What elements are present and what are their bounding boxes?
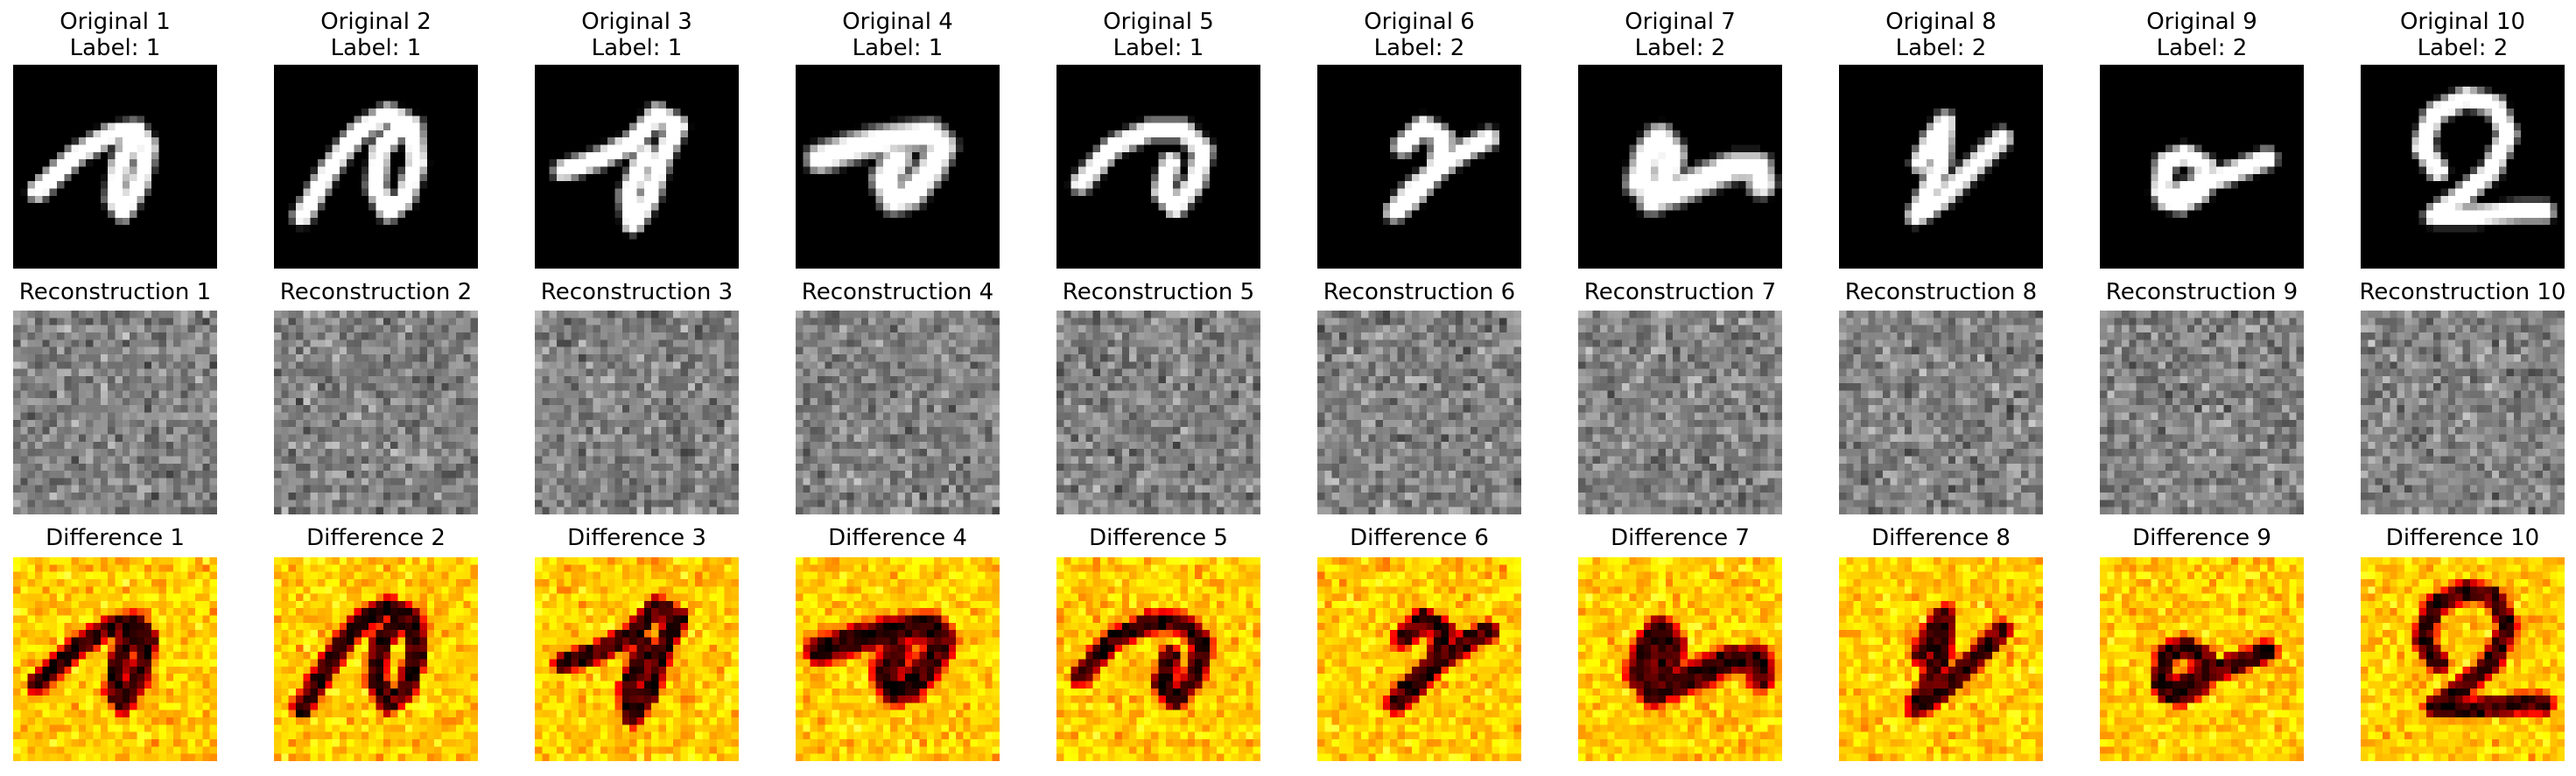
reconstruction-title-5: Reconstruction 5 xyxy=(1062,279,1255,305)
original-image-10 xyxy=(2361,65,2565,269)
original-title-9-line-2: Label: 2 xyxy=(2156,35,2248,61)
reconstruction-image-7 xyxy=(1578,311,1782,514)
reconstruction-title-4: Reconstruction 4 xyxy=(801,279,994,305)
reconstruction-image-5 xyxy=(1056,311,1260,514)
difference-image-4 xyxy=(796,557,1000,761)
reconstruction-image-3 xyxy=(535,311,739,514)
original-title-6-line-2: Label: 2 xyxy=(1373,35,1465,61)
original-title-7-line-2: Label: 2 xyxy=(1634,35,1726,61)
difference-image-1 xyxy=(13,557,217,761)
reconstruction-title-7: Reconstruction 7 xyxy=(1583,279,1777,305)
original-title-8: Original 8 xyxy=(1885,9,1997,35)
reconstruction-title-3: Reconstruction 3 xyxy=(540,279,733,305)
original-title-5-line-2: Label: 1 xyxy=(1113,35,1204,61)
original-image-1 xyxy=(13,65,217,269)
original-title-10-line-2: Label: 2 xyxy=(2417,35,2509,61)
original-image-8 xyxy=(1839,65,2043,269)
difference-title-8: Difference 8 xyxy=(1871,525,2011,551)
reconstruction-image-10 xyxy=(2361,311,2565,514)
reconstruction-title-1: Reconstruction 1 xyxy=(18,279,212,305)
difference-title-2: Difference 2 xyxy=(306,525,446,551)
original-title-4-line-2: Label: 1 xyxy=(852,35,944,61)
difference-title-6: Difference 6 xyxy=(1350,525,1489,551)
difference-title-1: Difference 1 xyxy=(46,525,185,551)
original-title-7: Original 7 xyxy=(1625,9,1736,35)
difference-image-3 xyxy=(535,557,739,761)
original-title-2-line-2: Label: 1 xyxy=(330,35,422,61)
reconstruction-image-9 xyxy=(2100,311,2304,514)
original-title-5: Original 5 xyxy=(1103,9,1214,35)
reconstruction-image-2 xyxy=(274,311,478,514)
reconstruction-title-10: Reconstruction 10 xyxy=(2359,279,2566,305)
reconstruction-image-1 xyxy=(13,311,217,514)
reconstruction-title-9: Reconstruction 9 xyxy=(2105,279,2299,305)
reconstruction-image-8 xyxy=(1839,311,2043,514)
original-image-4 xyxy=(796,65,1000,269)
original-image-3 xyxy=(535,65,739,269)
original-title-9: Original 9 xyxy=(2146,9,2257,35)
original-image-7 xyxy=(1578,65,1782,269)
difference-image-7 xyxy=(1578,557,1782,761)
difference-image-5 xyxy=(1056,557,1260,761)
original-title-1: Original 1 xyxy=(60,9,171,35)
reconstruction-image-4 xyxy=(796,311,1000,514)
difference-image-6 xyxy=(1317,557,1521,761)
original-title-2: Original 2 xyxy=(320,9,432,35)
original-image-2 xyxy=(274,65,478,269)
difference-image-2 xyxy=(274,557,478,761)
reconstruction-title-6: Reconstruction 6 xyxy=(1323,279,1516,305)
original-title-1-line-2: Label: 1 xyxy=(69,35,161,61)
original-title-4: Original 4 xyxy=(842,9,953,35)
difference-image-9 xyxy=(2100,557,2304,761)
original-title-3: Original 3 xyxy=(581,9,692,35)
difference-title-4: Difference 4 xyxy=(828,525,967,551)
original-title-8-line-2: Label: 2 xyxy=(1895,35,1987,61)
difference-title-5: Difference 5 xyxy=(1089,525,1228,551)
reconstruction-image-6 xyxy=(1317,311,1521,514)
original-title-6: Original 6 xyxy=(1364,9,1475,35)
difference-title-7: Difference 7 xyxy=(1611,525,1750,551)
difference-title-3: Difference 3 xyxy=(567,525,706,551)
original-title-3-line-2: Label: 1 xyxy=(591,35,683,61)
reconstruction-title-2: Reconstruction 2 xyxy=(279,279,473,305)
reconstruction-title-8: Reconstruction 8 xyxy=(1844,279,2038,305)
original-image-6 xyxy=(1317,65,1521,269)
difference-title-9: Difference 9 xyxy=(2132,525,2271,551)
difference-image-10 xyxy=(2361,557,2565,761)
difference-image-8 xyxy=(1839,557,2043,761)
original-image-9 xyxy=(2100,65,2304,269)
difference-title-10: Difference 10 xyxy=(2385,525,2540,551)
original-image-5 xyxy=(1056,65,1260,269)
original-title-10: Original 10 xyxy=(2399,9,2526,35)
